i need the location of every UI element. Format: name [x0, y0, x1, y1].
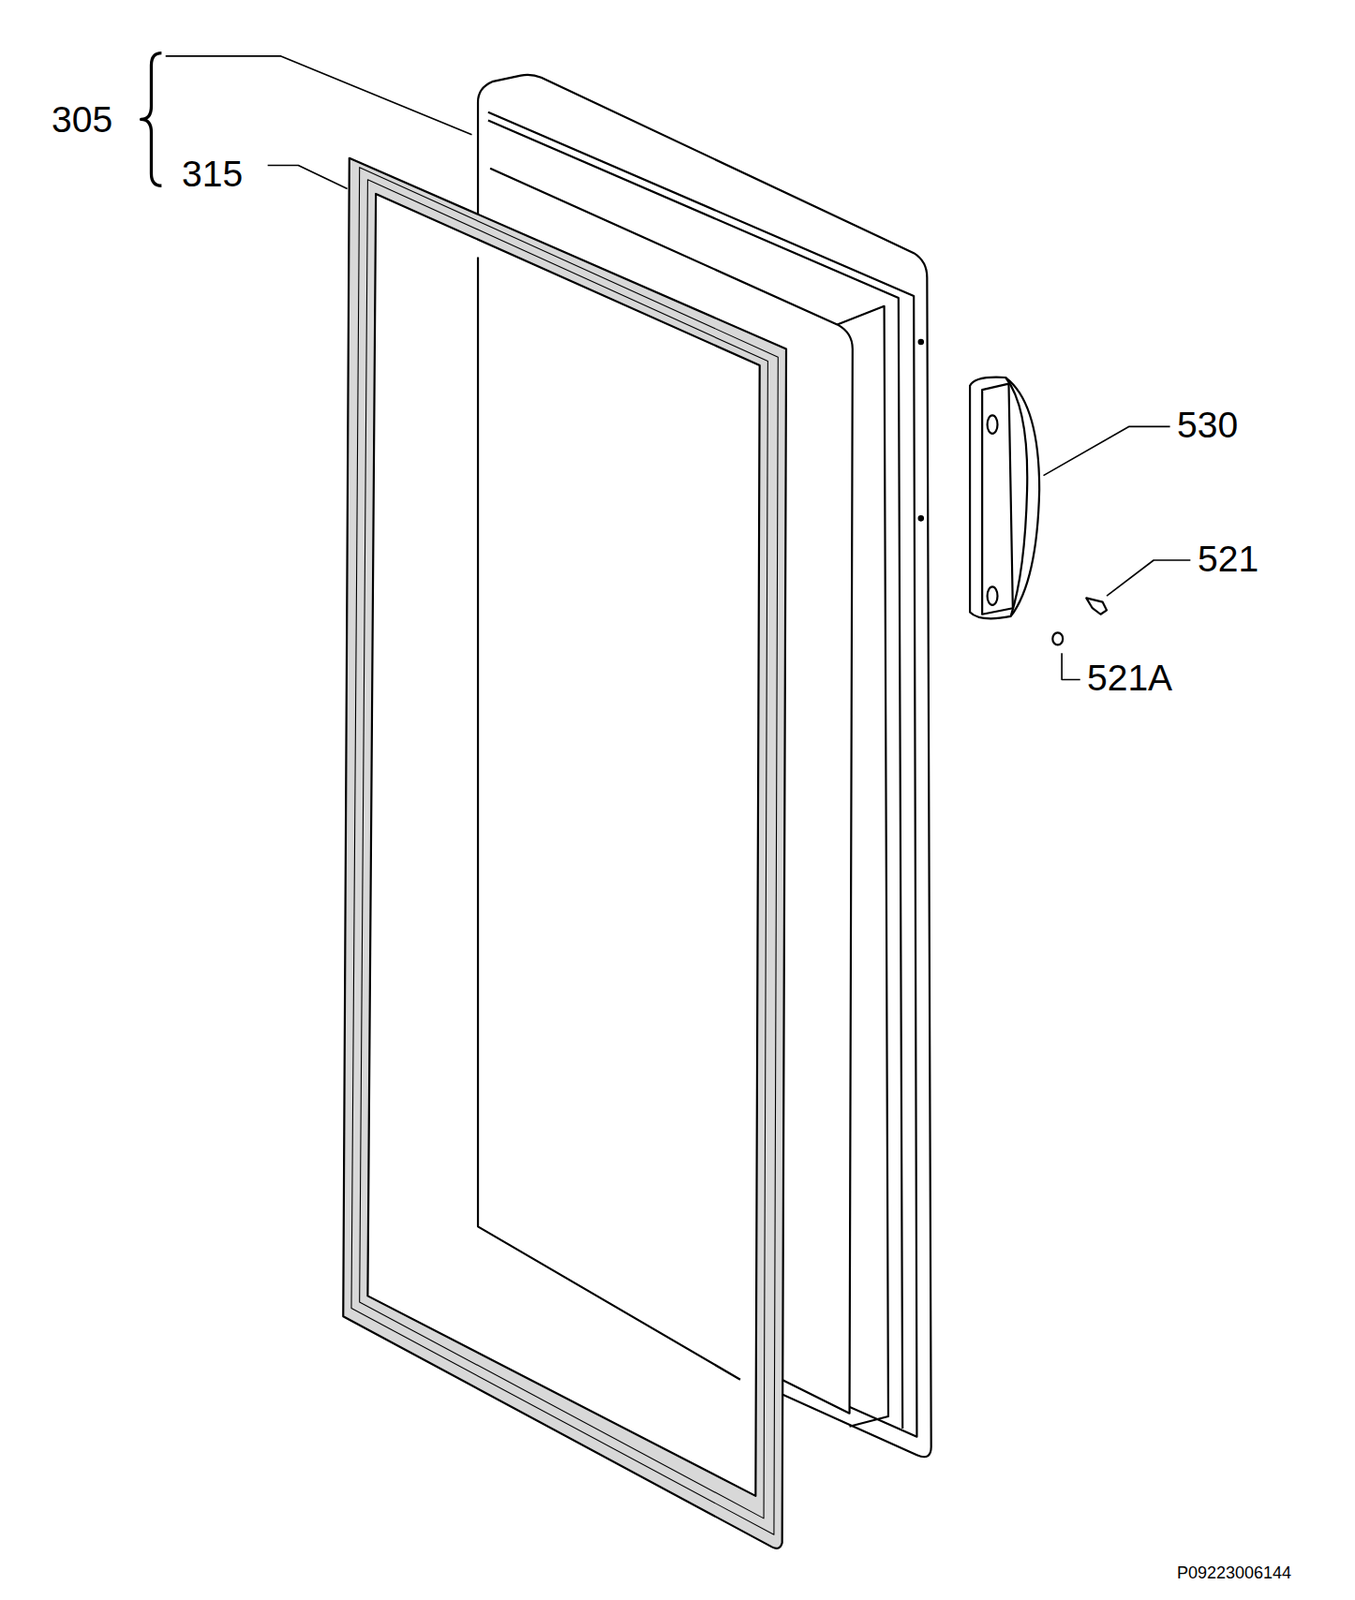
callout-number: 315 [181, 155, 243, 193]
door-liner-edge [836, 306, 888, 1428]
gasket-opening [367, 193, 760, 1497]
screw [1086, 597, 1107, 614]
drawing-number: P09223006144 [1176, 1564, 1292, 1582]
bracket [141, 53, 163, 187]
leader-line [268, 164, 348, 189]
leader-line [1043, 426, 1171, 476]
leader-line [165, 56, 473, 135]
callout-number: 521A [1086, 659, 1173, 697]
leader-line [1106, 560, 1191, 596]
leader-line [1061, 653, 1081, 680]
callout-number: 305 [51, 101, 113, 138]
callout-number: 521 [1197, 540, 1259, 578]
door-handle [969, 377, 1040, 620]
gasket [342, 158, 787, 1549]
callout-number: 530 [1176, 406, 1238, 444]
washer [1052, 632, 1063, 645]
